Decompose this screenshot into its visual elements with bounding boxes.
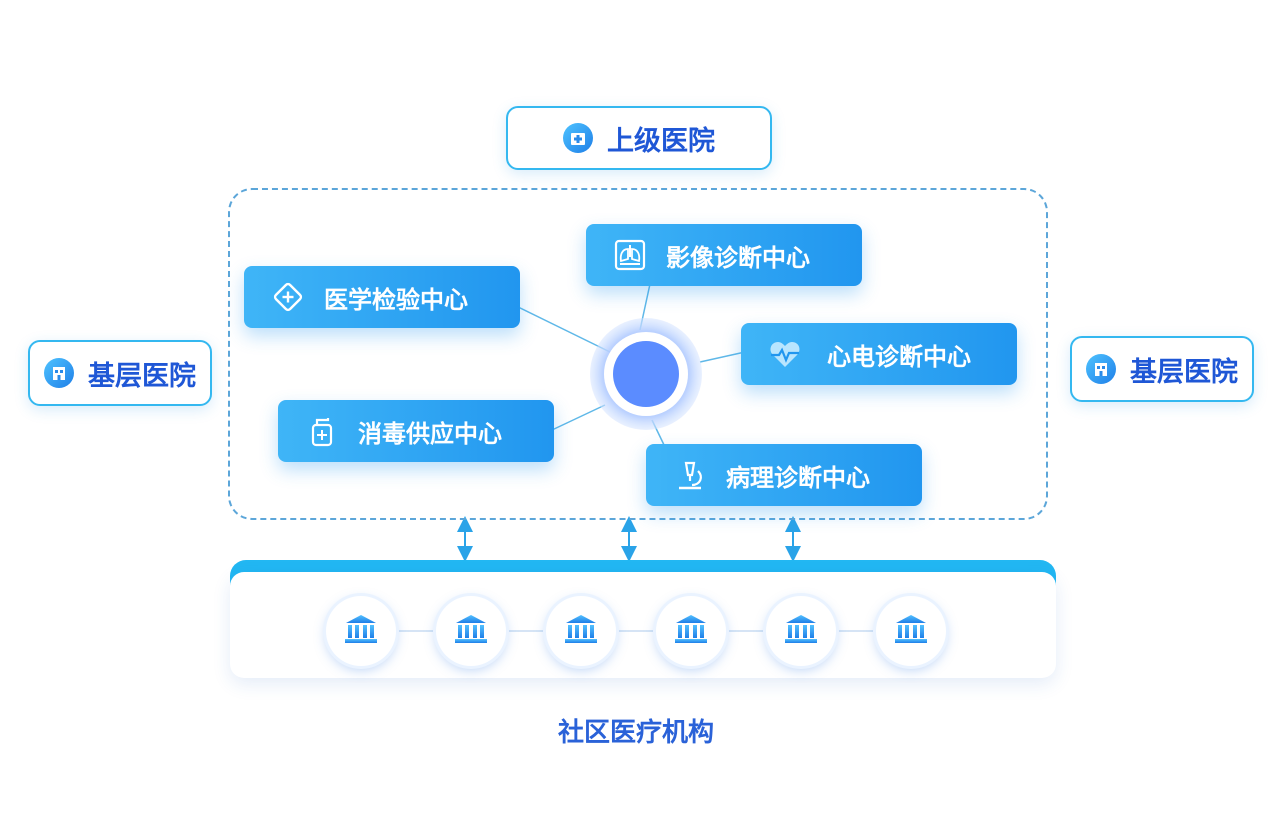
center-lab[interactable]: 医学检验中心 [244,266,520,328]
institution-building-icon [563,613,599,649]
institution-building-icon [453,613,489,649]
center-imaging-label: 影像诊断中心 [666,243,810,272]
community-node[interactable] [766,596,836,666]
center-lab-label: 医学检验中心 [324,285,468,314]
community-node[interactable] [656,596,726,666]
community-node[interactable] [546,596,616,666]
hospital-icon [563,123,593,153]
community-node[interactable] [876,596,946,666]
microscope-icon [679,461,702,490]
heart-pulse-icon [770,342,800,367]
center-pathology[interactable]: 病理诊断中心 [646,444,922,506]
plus-diamond-icon [273,282,303,312]
right-hospital-label: 基层医院 [1130,356,1238,388]
link-lab [507,301,611,353]
community-node[interactable] [326,596,396,666]
right-hospital-box[interactable]: 基层医院 [1070,336,1254,402]
hub-node[interactable] [613,341,679,407]
hospital-building-icon [1086,354,1116,384]
institution-building-icon [783,613,819,649]
link-sterile [551,404,606,431]
institution-building-icon [673,613,709,649]
community-node[interactable] [436,596,506,666]
left-hospital-box[interactable]: 基层医院 [28,340,212,406]
center-sterile[interactable]: 消毒供应中心 [278,400,554,462]
center-imaging[interactable]: 影像诊断中心 [586,224,862,286]
center-pathology-label: 病理诊断中心 [726,463,870,492]
link-ecg [699,351,746,363]
institution-building-icon [893,613,929,649]
institution-building-icon [343,613,379,649]
sanitizer-bottle-icon [311,418,333,447]
center-sterile-label: 消毒供应中心 [358,419,502,448]
center-ecg[interactable]: 心电诊断中心 [741,323,1017,385]
community-caption: 社区医疗机构 [557,718,714,748]
lung-xray-icon [614,239,646,271]
hospital-building-icon [44,358,74,388]
regional-platform-boundary [228,188,1048,520]
top-hospital-label: 上级医院 [607,125,715,157]
left-hospital-label: 基层医院 [88,360,196,392]
top-hospital-box[interactable]: 上级医院 [506,106,772,170]
center-ecg-label: 心电诊断中心 [827,342,971,371]
